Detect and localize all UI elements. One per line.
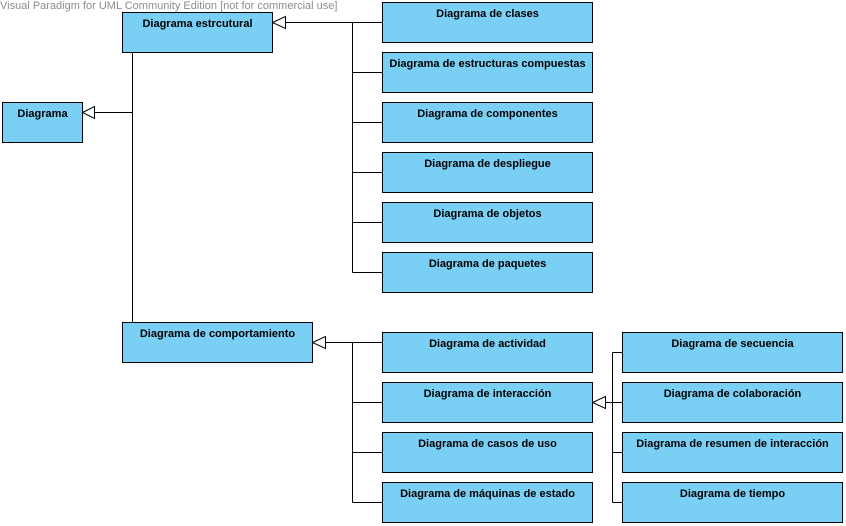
node-label: Diagrama de tiempo <box>679 488 786 500</box>
node-label: Diagrama de resumen de interacción <box>636 438 829 450</box>
watermark-text: Visual Paradigm for UML Community Editio… <box>0 0 338 12</box>
node-label: Diagrama de clases <box>436 8 539 20</box>
node-label: Diagrama de máquinas de estado <box>400 488 575 500</box>
node-label: Diagrama de colaboración <box>663 388 802 400</box>
generalization-arrowhead <box>81 105 95 120</box>
node-diagrama-interaccion[interactable]: Diagrama de interacción <box>382 382 593 423</box>
node-diagrama-clases[interactable]: Diagrama de clases <box>382 2 593 43</box>
node-label: Diagrama de actividad <box>429 338 546 350</box>
node-label: Diagrama de componentes <box>417 108 558 120</box>
node-label: Diagrama de interacción <box>423 388 552 400</box>
node-label: Diagrama de secuencia <box>671 338 794 350</box>
node-label: Diagrama de comportamiento <box>139 328 296 340</box>
node-label: Diagrama de estructuras compuestas <box>389 58 586 70</box>
node-label: Diagrama estrcutural <box>142 18 253 30</box>
node-diagrama-paquetes[interactable]: Diagrama de paquetes <box>382 252 593 293</box>
node-diagrama-objetos[interactable]: Diagrama de objetos <box>382 202 593 243</box>
node-label: Diagrama <box>17 108 68 120</box>
node-diagrama-comportamiento[interactable]: Diagrama de comportamiento <box>122 322 313 363</box>
node-diagrama-casos-de-uso[interactable]: Diagrama de casos de uso <box>382 432 593 473</box>
generalization-arrowhead <box>271 15 286 30</box>
node-diagrama-resumen-interaccion[interactable]: Diagrama de resumen de interacción <box>622 432 843 473</box>
node-diagrama-estructuras-compuestas[interactable]: Diagrama de estructuras compuestas <box>382 52 593 93</box>
node-label: Diagrama de casos de uso <box>418 438 557 450</box>
node-label: Diagrama de paquetes <box>428 258 547 270</box>
node-label: Diagrama de despliegue <box>424 158 551 170</box>
node-diagrama-componentes[interactable]: Diagrama de componentes <box>382 102 593 143</box>
generalization-arrowhead <box>311 335 326 350</box>
node-diagrama-secuencia[interactable]: Diagrama de secuencia <box>622 332 843 373</box>
node-diagrama-actividad[interactable]: Diagrama de actividad <box>382 332 593 373</box>
node-diagrama-estructural[interactable]: Diagrama estrcutural <box>122 12 273 53</box>
generalization-arrowhead <box>591 395 606 410</box>
node-label: Diagrama de objetos <box>433 208 542 220</box>
node-diagrama-maquinas-de-estado[interactable]: Diagrama de máquinas de estado <box>382 482 593 523</box>
node-diagrama-tiempo[interactable]: Diagrama de tiempo <box>622 482 843 523</box>
node-diagrama[interactable]: Diagrama <box>2 102 83 143</box>
node-diagrama-despliegue[interactable]: Diagrama de despliegue <box>382 152 593 193</box>
node-diagrama-colaboracion[interactable]: Diagrama de colaboración <box>622 382 843 423</box>
